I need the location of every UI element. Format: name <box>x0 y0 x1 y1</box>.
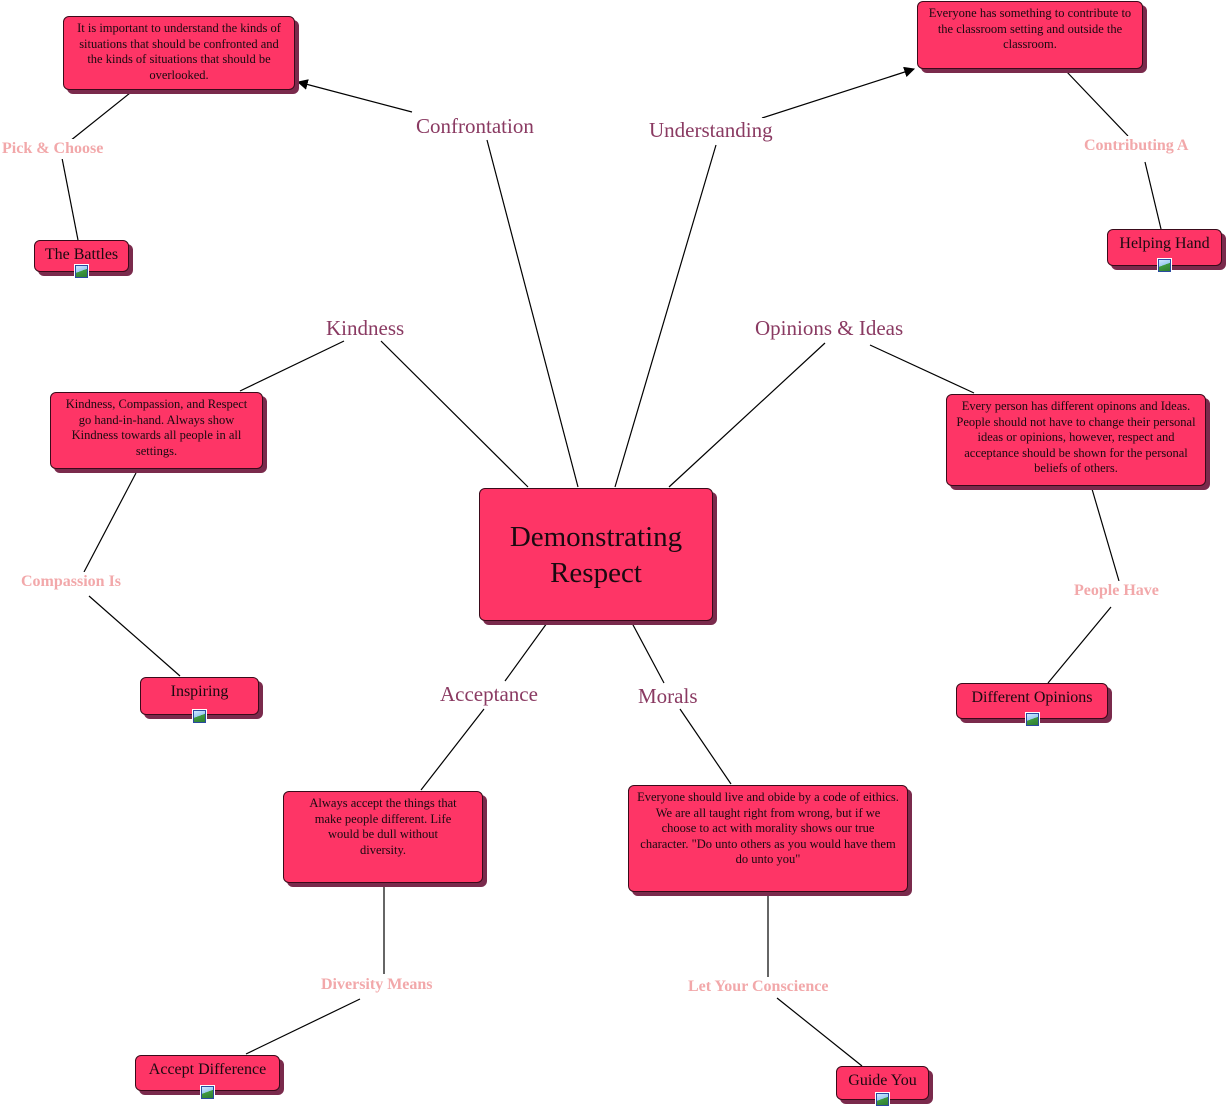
connector-center-acceptance <box>504 622 548 682</box>
branch-label-confrontation[interactable]: Confrontation <box>413 114 537 138</box>
connector-note-pick-choose <box>69 92 131 142</box>
linking-phrase-compassion-is[interactable]: Compassion Is <box>19 572 124 592</box>
connector-kindness-note <box>239 340 345 392</box>
leaf-node-the-battles[interactable]: The Battles <box>34 240 129 272</box>
connector-pick-choose-leaf <box>61 157 79 241</box>
connector-center-opinions <box>668 342 826 488</box>
leaf-node-inspiring[interactable]: Inspiring <box>140 677 259 715</box>
leaf-node-guide-you[interactable]: Guide You <box>836 1066 929 1100</box>
connector-note-people-have <box>1091 488 1120 582</box>
connector-conscience-leaf <box>776 997 863 1067</box>
connector-understanding-note <box>761 66 916 119</box>
connector-note-contributing <box>1065 70 1129 137</box>
note-confrontation[interactable]: It is important to understand the kinds … <box>63 16 295 90</box>
connector-center-kindness <box>380 340 529 488</box>
image-attachment-icon[interactable] <box>875 1092 890 1107</box>
linking-phrase-people-have[interactable]: People Have <box>1072 581 1161 601</box>
image-attachment-icon[interactable] <box>1025 712 1040 727</box>
image-attachment-icon[interactable] <box>1157 258 1172 273</box>
connector-morals-note <box>679 708 732 785</box>
connector-confrontation-note <box>296 79 413 113</box>
image-attachment-icon[interactable] <box>200 1085 215 1100</box>
branch-label-morals[interactable]: Morals <box>635 684 701 708</box>
connector-compassion-leaf <box>88 595 181 677</box>
connector-people-have-leaf <box>1047 606 1112 684</box>
linking-phrase-pick-choose[interactable]: Pick & Choose <box>0 139 106 159</box>
note-morals[interactable]: Everyone should live and obide by a code… <box>628 785 908 892</box>
linking-phrase-contributing-a[interactable]: Contributing A <box>1082 136 1191 156</box>
branch-label-acceptance[interactable]: Acceptance <box>437 682 541 706</box>
connector-note-compassion <box>83 472 137 573</box>
connector-contributing-leaf <box>1144 161 1162 230</box>
branch-label-opinions-ideas[interactable]: Opinions & Ideas <box>752 316 907 340</box>
branch-label-kindness[interactable]: Kindness <box>323 316 408 340</box>
note-kindness[interactable]: Kindness, Compassion, and Respect go han… <box>50 392 263 469</box>
central-concept-node[interactable]: Demonstrating Respect <box>479 488 713 621</box>
connector-opinions-note <box>869 344 975 394</box>
leaf-node-different-opinions[interactable]: Different Opinions <box>956 683 1108 719</box>
linking-phrase-diversity-means[interactable]: Diversity Means <box>319 975 435 995</box>
note-understanding[interactable]: Everyone has something to contribute to … <box>917 1 1143 69</box>
linking-phrase-let-your-conscience[interactable]: Let Your Conscience <box>686 977 831 997</box>
connector-center-confrontation <box>486 139 579 488</box>
connector-diversity-leaf <box>245 998 361 1055</box>
note-acceptance[interactable]: Always accept the things that make peopl… <box>283 791 483 883</box>
image-attachment-icon[interactable] <box>192 709 207 724</box>
leaf-node-helping-hand[interactable]: Helping Hand <box>1107 229 1222 266</box>
connector-acceptance-note <box>420 708 485 791</box>
leaf-node-accept-difference[interactable]: Accept Difference <box>135 1055 280 1091</box>
connector-center-understanding <box>614 144 717 488</box>
branch-label-understanding[interactable]: Understanding <box>646 118 776 142</box>
image-attachment-icon[interactable] <box>74 264 89 279</box>
connector-center-morals <box>631 622 665 684</box>
note-opinions-ideas[interactable]: Every person has different opinons and I… <box>946 394 1206 486</box>
